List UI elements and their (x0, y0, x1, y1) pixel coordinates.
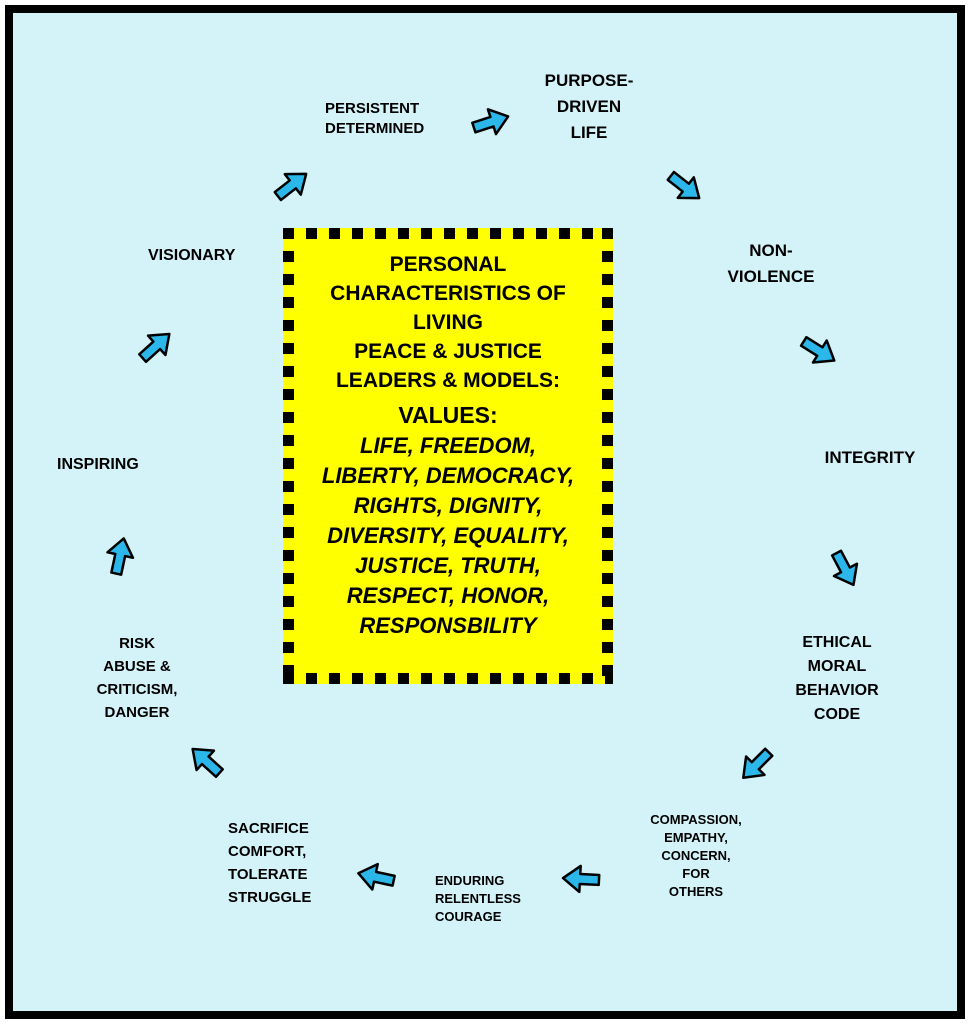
label-ethical-moral-behavior-code: ETHICAL MORAL BEHAVIOR CODE (795, 634, 879, 723)
label-inspiring: INSPIRING (57, 456, 139, 473)
box-border-top (283, 228, 613, 239)
label-persistent-determined: PERSISTENT DETERMINED (325, 100, 425, 137)
block-arrow-icon (560, 862, 602, 896)
label-compassion-empathy: COMPASSION, EMPATHY, CONCERN, FOR OTHERS (650, 812, 742, 899)
box-values-list: LIFE, FREEDOM, LIBERTY, DEMOCRACY, RIGHT… (321, 433, 575, 638)
box-content: PERSONAL CHARACTERISTICS OF LIVING PEACE… (299, 244, 597, 674)
flow-arrow-to-enduring-courage (560, 862, 602, 896)
label-enduring-relentless-courage: ENDURING RELENTLESS COURAGE (435, 873, 521, 924)
label-risk-abuse-criticism-danger: RISK ABUSE & CRITICISM, DANGER (96, 635, 178, 721)
box-border-left (283, 228, 294, 684)
box-heading: PERSONAL CHARACTERISTICS OF LIVING PEACE… (330, 253, 566, 392)
box-border-bottom (283, 673, 613, 684)
box-border-right (602, 228, 613, 684)
label-sacrifice-comfort: SACRIFICE COMFORT, TOLERATE STRUGGLE (228, 820, 312, 906)
box-values-label: VALUES: (398, 402, 498, 428)
central-values-box: PERSONAL CHARACTERISTICS OF LIVING PEACE… (283, 228, 613, 684)
label-non-violence: NON- VIOLENCE (727, 241, 815, 286)
label-purpose-driven-life: PURPOSE- DRIVEN LIFE (544, 71, 634, 142)
label-visionary: VISIONARY (148, 247, 236, 264)
label-integrity: INTEGRITY (824, 448, 916, 467)
